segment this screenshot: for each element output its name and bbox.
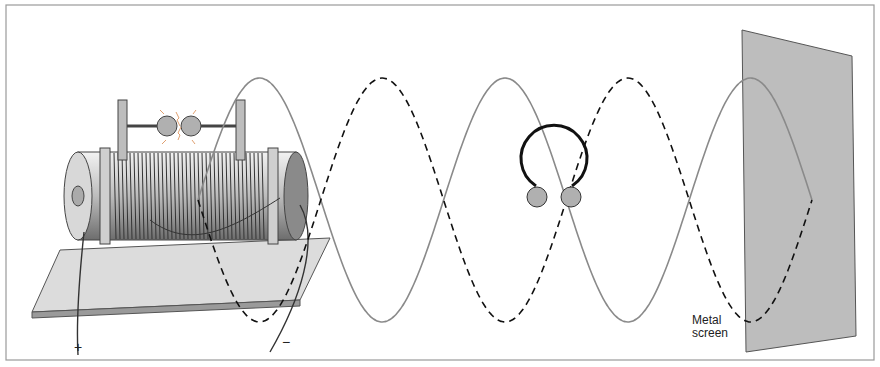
magnetic-wave	[198, 78, 812, 322]
coil-lead	[150, 198, 280, 235]
spark-gap	[118, 100, 245, 160]
induction-coil	[64, 148, 308, 244]
base-edge	[32, 300, 300, 318]
lead-wire	[77, 232, 84, 355]
part-label: Metal screen	[692, 314, 740, 340]
receiver-loop	[521, 125, 587, 207]
terminal-sign: −	[282, 336, 290, 349]
standing-waves	[198, 78, 812, 322]
electric-wave	[198, 78, 812, 322]
terminal-sign: +	[74, 341, 82, 354]
metal-screen	[742, 30, 856, 352]
frame	[6, 5, 874, 360]
lead-wire	[270, 205, 308, 352]
